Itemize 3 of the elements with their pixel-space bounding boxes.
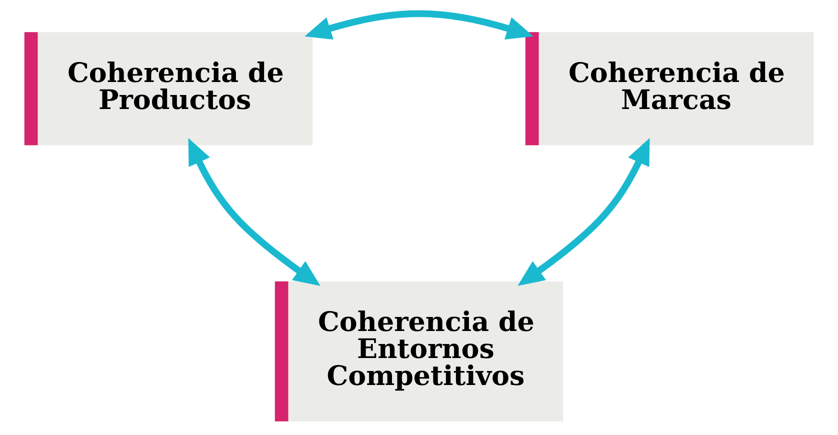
arrow — [518, 138, 650, 286]
arrow — [304, 10, 534, 40]
arrow — [188, 138, 320, 286]
